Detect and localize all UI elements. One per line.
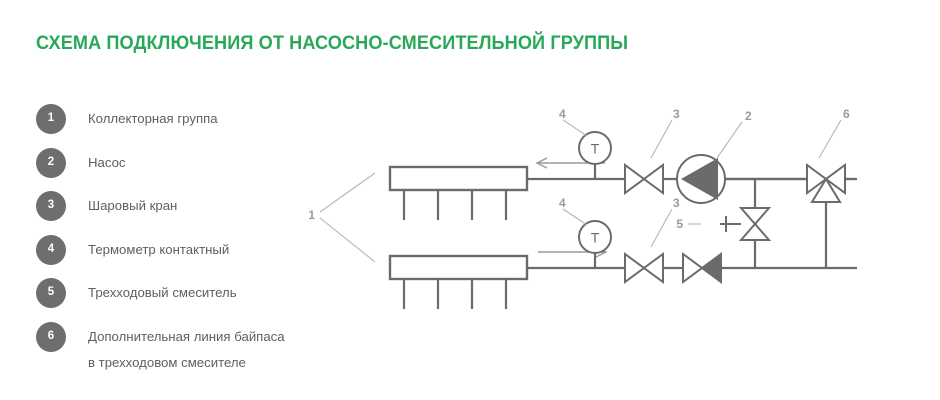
leader-6 <box>818 119 842 159</box>
legend-item-6: 6 Дополнительная линия байпаса в трехход… <box>36 321 326 376</box>
callout-label-4-top: 4 <box>559 107 566 121</box>
legend-label-line1: Шаровый кран <box>88 198 178 213</box>
ball-valve-bottom <box>624 252 664 284</box>
legend-item-2: 2 Насос <box>36 147 326 178</box>
leader-1-lower <box>319 217 376 263</box>
legend-label: Трехходовый смеситель <box>88 278 237 306</box>
legend-badge: 2 <box>36 147 66 178</box>
pump <box>676 154 726 204</box>
bypass-three-way-valve <box>806 163 846 268</box>
collector-manifold-bottom <box>388 254 529 309</box>
callout-label-3-bottom: 3 <box>673 196 680 210</box>
legend-label: Дополнительная линия байпаса в трехходов… <box>88 322 285 376</box>
ball-valve-top <box>624 163 664 195</box>
collector-manifold-top <box>388 165 529 220</box>
legend-badge: 5 <box>36 278 66 308</box>
legend-item-4: 4 Термометр контактный <box>36 234 326 265</box>
callout-label-4-bottom: 4 <box>559 196 566 210</box>
callout-label-1: 1 <box>308 208 315 222</box>
legend-badge: 4 <box>36 234 66 265</box>
leader-3-bottom <box>650 208 673 248</box>
legend-label-line1: Термометр контактный <box>88 241 230 257</box>
thermometer-bottom <box>578 220 612 268</box>
legend-label-line2: в трехходовом смесителе <box>88 354 246 370</box>
legend-item-5: 5 Трехходовый смеситель <box>36 278 326 308</box>
callout-label-2: 2 <box>745 109 752 123</box>
thermometer-glyph: T <box>591 141 600 157</box>
legend-list: 1 Коллекторная группа 2 Насос 3 Шаровый … <box>36 104 326 389</box>
check-valve <box>682 252 722 284</box>
leader-4-top <box>562 119 588 137</box>
legend-badge: 6 <box>36 321 66 352</box>
thermometer-top <box>578 131 612 179</box>
legend-label-line1: Коллекторная группа <box>88 111 218 126</box>
three-way-mixer <box>720 207 772 268</box>
legend-label: Насос <box>88 148 126 176</box>
callout-label-6: 6 <box>843 107 850 121</box>
legend-label: Коллекторная группа <box>88 104 218 132</box>
page-title: СХЕМА ПОДКЛЮЧЕНИЯ ОТ НАСОСНО-СМЕСИТЕЛЬНО… <box>36 32 629 54</box>
legend-item-1: 1 Коллекторная группа <box>36 104 326 134</box>
leader-3-top <box>650 119 673 159</box>
leader-2 <box>716 121 743 159</box>
legend-label: Шаровый кран <box>88 191 177 219</box>
legend-badge: 1 <box>36 104 66 134</box>
legend-label: Термометр контактный <box>88 235 229 263</box>
legend-item-3: 3 Шаровый кран <box>36 191 326 221</box>
leader-4-bottom <box>562 208 588 226</box>
legend-label-line1: Насос <box>88 154 126 170</box>
thermometer-glyph: T <box>591 230 600 246</box>
legend-label-line1: Трехходовый смеситель <box>88 285 237 300</box>
leader-1-upper <box>319 172 376 213</box>
callout-label-3-top: 3 <box>673 107 680 121</box>
legend-label-line1: Дополнительная линия байпаса <box>88 328 285 344</box>
piping-diagram: T <box>295 90 940 320</box>
callout-label-5: 5 <box>676 217 683 231</box>
legend-badge: 3 <box>36 191 66 221</box>
